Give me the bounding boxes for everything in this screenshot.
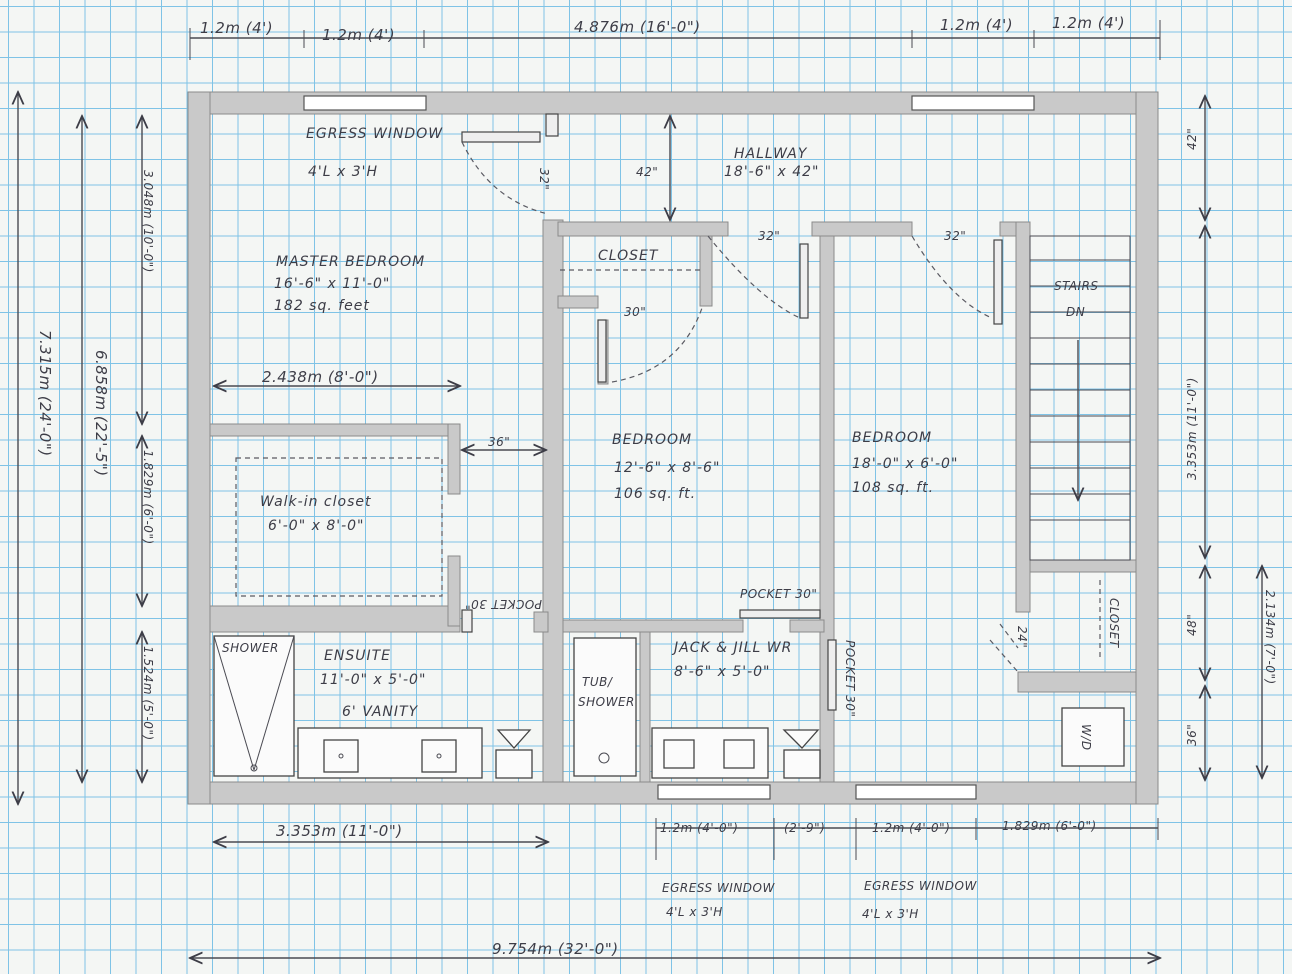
- dim-right-outer: 2.134m (7'-0"): [1263, 590, 1277, 685]
- dim-top-3: 4.876m (16'-0"): [574, 18, 701, 36]
- laundry-label: W/D: [1079, 724, 1093, 751]
- dim-inner-height: 6.858m (22'-5"): [92, 350, 110, 477]
- dim-right-closet: 48": [1185, 614, 1199, 636]
- hallway-size: 18'-6" x 42": [724, 164, 820, 180]
- bedroom1-size: 12'-6" x 8'-6": [614, 460, 720, 476]
- closet-right-label: CLOSET: [1107, 598, 1121, 649]
- dim-bed-door-a: 32": [758, 229, 780, 243]
- exterior-walls: [187, 91, 1159, 805]
- dim-right-hall: 42": [1185, 128, 1199, 150]
- ensuite-vanity: [297, 727, 533, 779]
- tub-label-1: TUB/: [582, 675, 614, 689]
- dim-closet-30: 30": [624, 305, 646, 319]
- dim-hall-width: 42": [636, 165, 658, 179]
- dim-right-laundry: 36": [1185, 724, 1199, 746]
- egress-bottom-1-label: EGRESS WINDOW: [662, 881, 775, 895]
- dim-left-master: 3.048m (10'-0"): [141, 170, 155, 273]
- bedroom2-area: 108 sq. ft.: [852, 480, 934, 496]
- dim-bottom-win1: 1.2m (4'-0"): [660, 821, 738, 835]
- dim-top-5: 1.2m (4'): [1052, 14, 1125, 32]
- closet-top-label: CLOSET: [598, 248, 659, 264]
- dim-overall-width: 9.754m (32'-0"): [492, 940, 619, 958]
- ensuite-size: 11'-0" x 5'-0": [320, 672, 426, 688]
- jackjill-label: JACK & JILL WR: [671, 640, 792, 656]
- bedroom1-label: BEDROOM: [612, 432, 692, 448]
- master-area: 182 sq. feet: [274, 298, 370, 314]
- dim-bottom-gap: (2'-9"): [784, 821, 825, 835]
- walkin-size: 6'-0" x 8'-0": [268, 518, 365, 534]
- dim-master-width: 2.438m (8'-0"): [262, 368, 379, 386]
- bedroom2-label: BEDROOM: [852, 430, 932, 446]
- jackjill-size: 8'-6" x 5'-0": [674, 664, 771, 680]
- dim-overall-height: 7.315m (24'-0"): [36, 330, 54, 457]
- jackjill-vanity: [651, 727, 821, 779]
- bottom-window-2: [855, 784, 977, 800]
- pocket-right: POCKET 30": [843, 640, 857, 717]
- master-label: MASTER BEDROOM: [276, 254, 425, 270]
- master-size: 16'-6" x 11'-0": [274, 276, 390, 292]
- dim-top-4: 1.2m (4'): [940, 16, 1013, 34]
- stairs-label: STAIRS: [1054, 279, 1099, 293]
- stairs-direction: DN: [1066, 305, 1085, 319]
- dim-top-2: 1.2m (4'): [322, 26, 395, 44]
- walkin-outline: [235, 457, 443, 597]
- pocket-mid: POCKET 30": [740, 587, 817, 601]
- top-right-window: [911, 95, 1035, 111]
- shower-label: SHOWER: [222, 641, 279, 655]
- dim-bottom-win2: 1.2m (4'-0"): [872, 821, 950, 835]
- egress-bottom-1-size: 4'L x 3'H: [666, 905, 723, 919]
- egress-top-label: EGRESS WINDOW: [306, 126, 443, 142]
- staircase: [1029, 235, 1131, 561]
- dim-right-stairs: 3.353m (11'-0"): [1185, 377, 1199, 480]
- doors: [461, 113, 1003, 711]
- dim-laundry-door: 24": [1015, 626, 1029, 648]
- bottom-window-1: [657, 784, 771, 800]
- egress-bottom-2-label: EGRESS WINDOW: [864, 879, 977, 893]
- tub-label-2: SHOWER: [578, 695, 635, 709]
- dim-left-ensuite: 1.524m (5'-0"): [141, 646, 155, 741]
- bedroom2-size: 18'-0" x 6'-0": [852, 456, 958, 472]
- dim-bed-door-b: 32": [944, 229, 966, 243]
- hallway-label: HALLWAY: [734, 146, 808, 162]
- dimension-lines: [18, 20, 1262, 958]
- dim-closet-door: 36": [488, 435, 510, 449]
- washer-dryer: [1061, 707, 1125, 767]
- dim-bottom-laundry: 1.829m (6'-0"): [1002, 819, 1097, 833]
- shower-fixture: [213, 635, 295, 777]
- top-egress-window: [303, 95, 427, 111]
- tub-fixture: [573, 637, 637, 777]
- dim-bottom-ensuite: 3.353m (11'-0"): [276, 822, 403, 840]
- dim-top-1: 1.2m (4'): [200, 19, 273, 37]
- ensuite-vanity-label: 6' VANITY: [342, 704, 419, 720]
- egress-bottom-2-size: 4'L x 3'H: [862, 907, 919, 921]
- dim-master-door: 32": [537, 168, 551, 190]
- walkin-label: Walk-in closet: [260, 494, 371, 510]
- dim-left-walkin: 1.829m (6'-0"): [141, 450, 155, 545]
- ensuite-label: ENSUITE: [324, 648, 391, 664]
- egress-top-size: 4'L x 3'H: [308, 164, 378, 180]
- bedroom1-area: 106 sq. ft.: [614, 486, 696, 502]
- interior-walls: [209, 219, 1137, 783]
- pocket-left: POCKET 30": [465, 597, 542, 611]
